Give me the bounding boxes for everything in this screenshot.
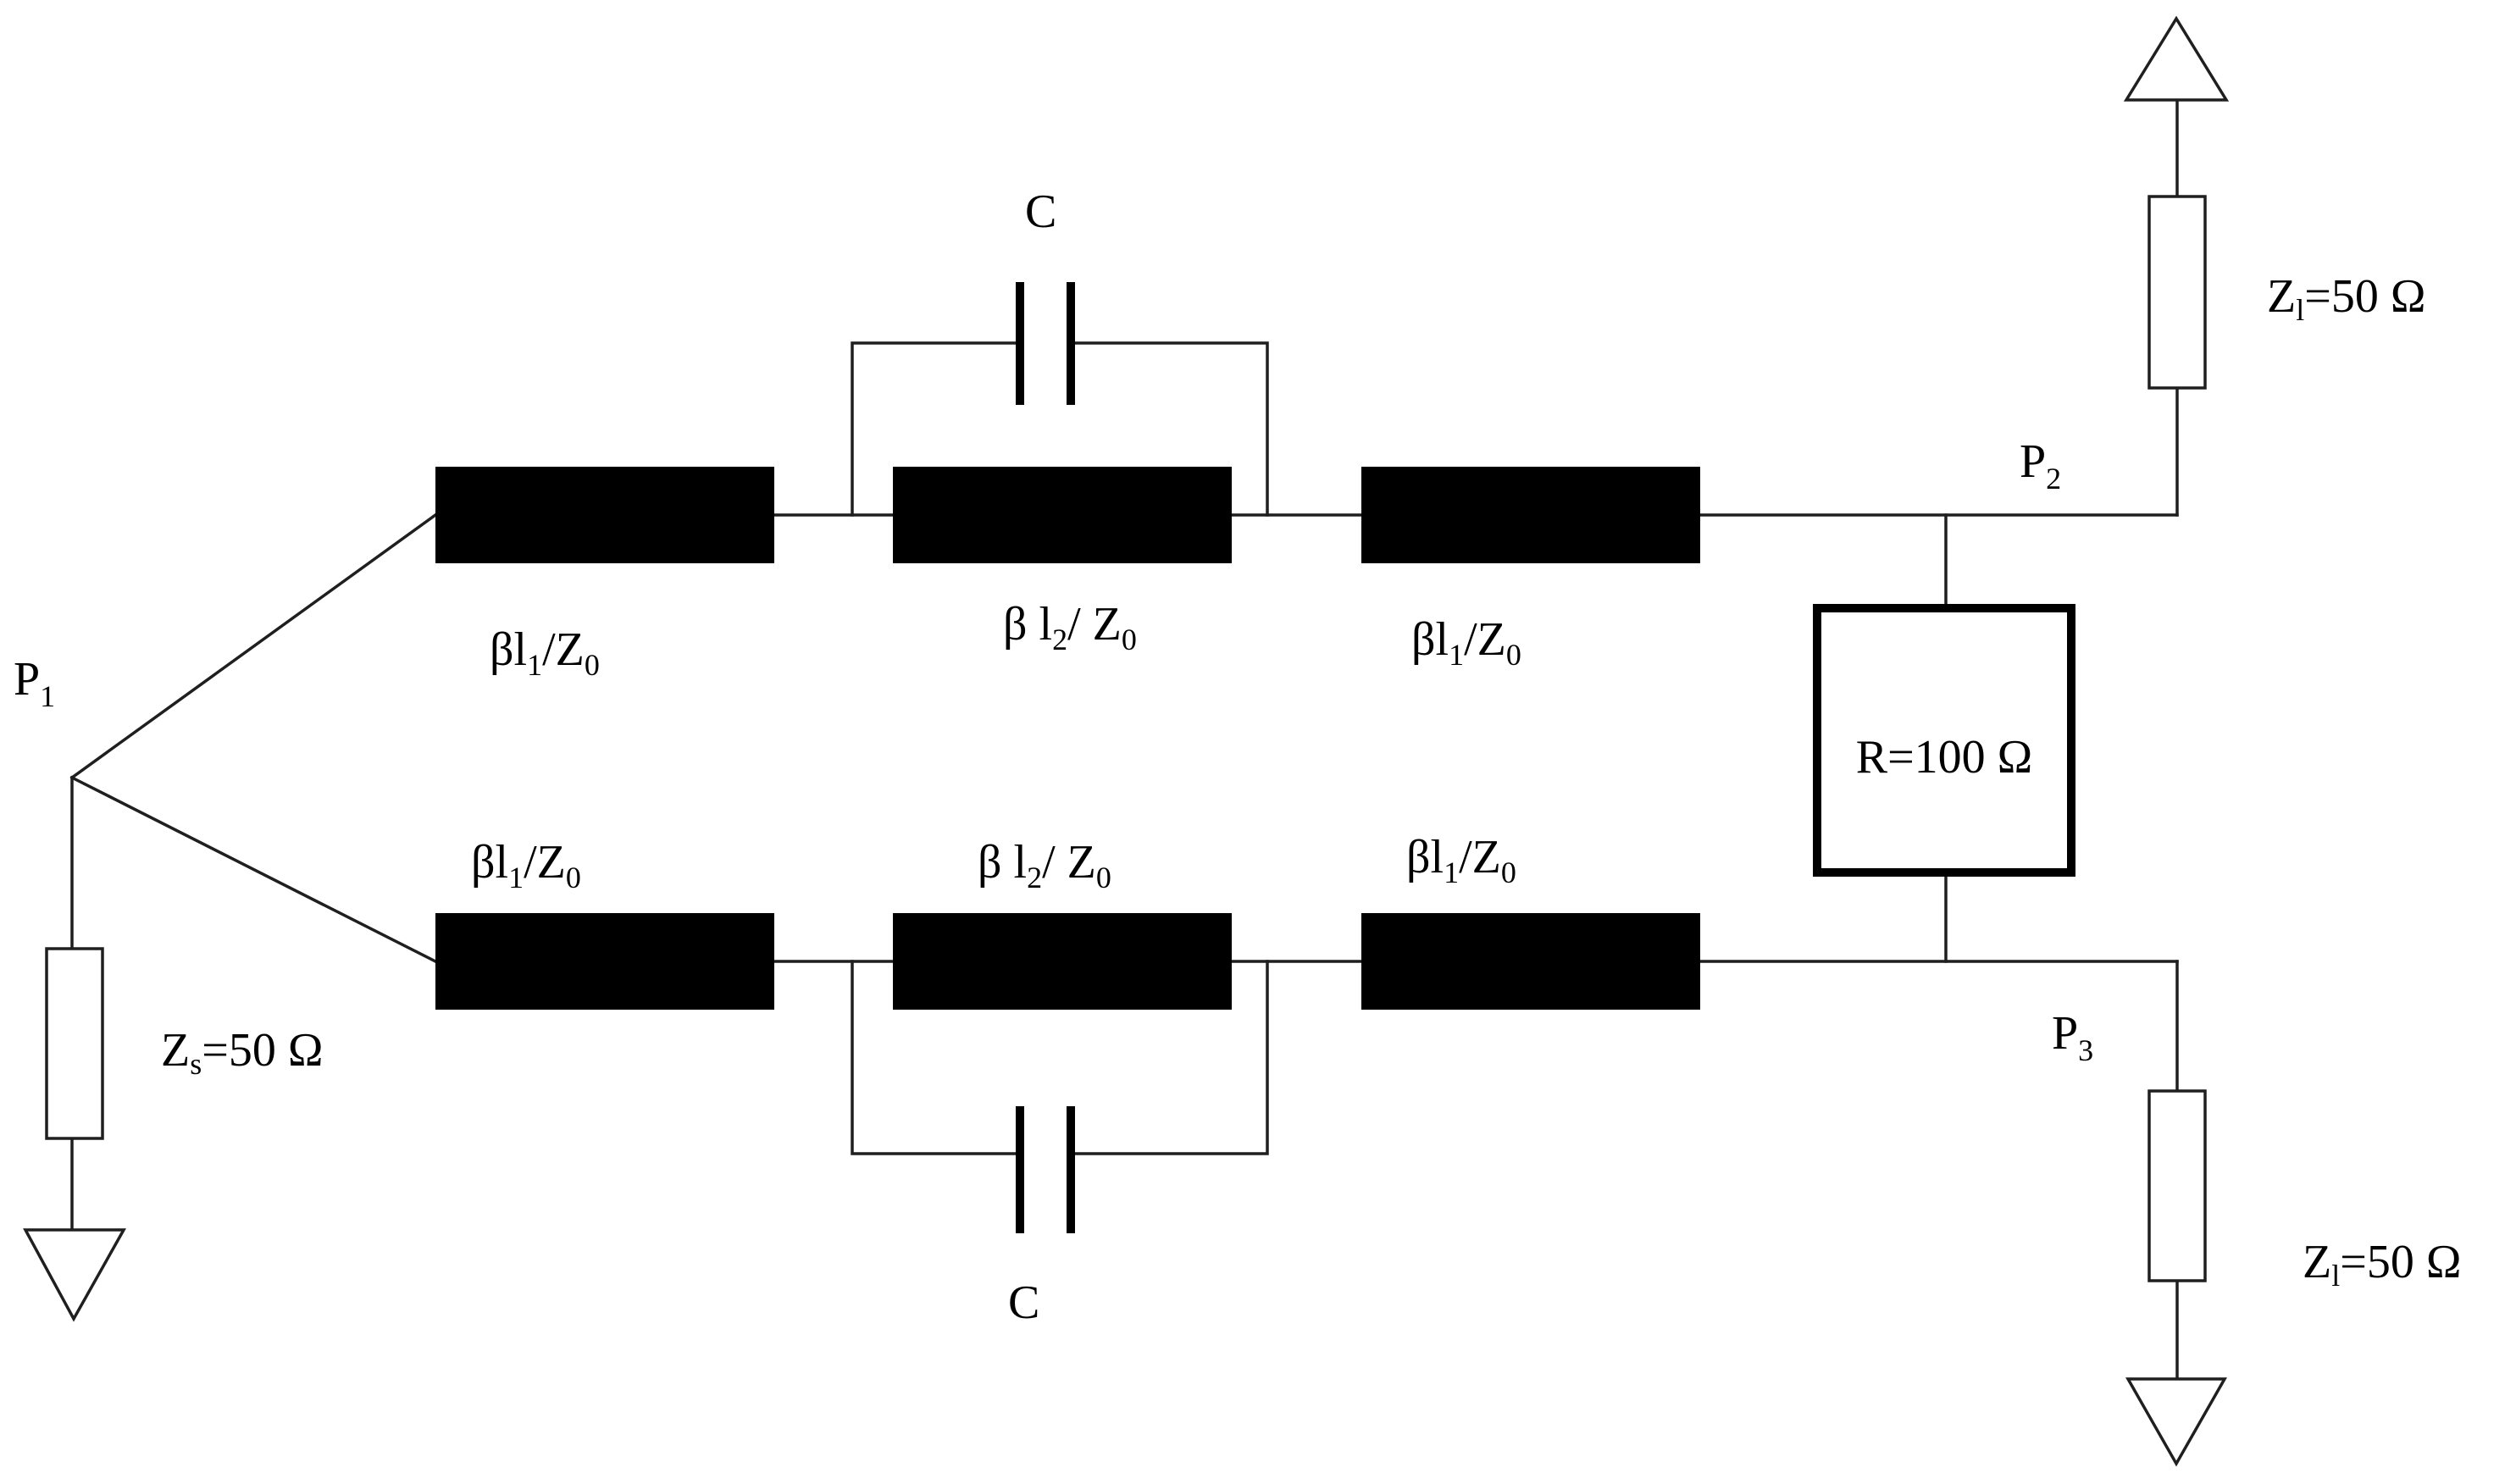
capacitor-top-label: C [1025, 186, 1056, 238]
wire-p1-upper-arm [69, 512, 438, 780]
source-resistor [45, 947, 104, 1140]
lower-line-1-label: βl1/Z0 [471, 836, 581, 894]
lower-line-2-label: β l2/ Z0 [978, 836, 1111, 894]
ground-source-icon [23, 1228, 126, 1322]
wire-lower-cap-left [851, 960, 1022, 1155]
capacitor-top [1016, 282, 1075, 405]
port-3-label: P3 [2052, 1007, 2093, 1067]
port-1-label: P1 [14, 653, 55, 713]
lower-line-2 [893, 913, 1232, 1010]
wire-lower-cap-right [1069, 960, 1269, 1155]
isolation-resistor [1813, 604, 2075, 877]
lower-line-3 [1361, 913, 1700, 1010]
lower-line-3-label: βl1/Z0 [1406, 831, 1516, 889]
source-impedance-label: Zs=50 Ω [161, 1024, 323, 1081]
wire-upper-cap-left [851, 341, 1022, 517]
wires [69, 98, 2179, 1381]
load-resistor-top [2147, 195, 2207, 390]
upper-line-2 [893, 467, 1232, 563]
transmission-lines [435, 467, 1700, 1010]
lower-line-1 [435, 913, 774, 1010]
wire-upper-cap-right [1069, 341, 1269, 517]
upper-line-2-label: β l2/ Z0 [1003, 598, 1137, 656]
port-2-label: P2 [2020, 435, 2061, 496]
load-impedance-bottom-label: Zl=50 Ω [2303, 1236, 2461, 1293]
load-impedance-top-label: Zl=50 Ω [2267, 270, 2425, 327]
upper-line-3-label: βl1/Z0 [1411, 613, 1521, 672]
capacitor-bottom [1016, 1106, 1075, 1233]
isolation-resistor-label: R=100 Ω [1856, 731, 2033, 784]
ground-bottom-icon [2125, 1377, 2228, 1467]
capacitor-bottom-label: C [1008, 1276, 1039, 1329]
wire-p1-lower-arm [69, 775, 438, 964]
upper-line-1-label: βl1/Z0 [490, 623, 600, 682]
upper-line-1 [435, 467, 774, 563]
upper-line-3 [1361, 467, 1700, 563]
ground-top-icon [2123, 15, 2230, 102]
load-resistor-bottom [2147, 1089, 2207, 1282]
